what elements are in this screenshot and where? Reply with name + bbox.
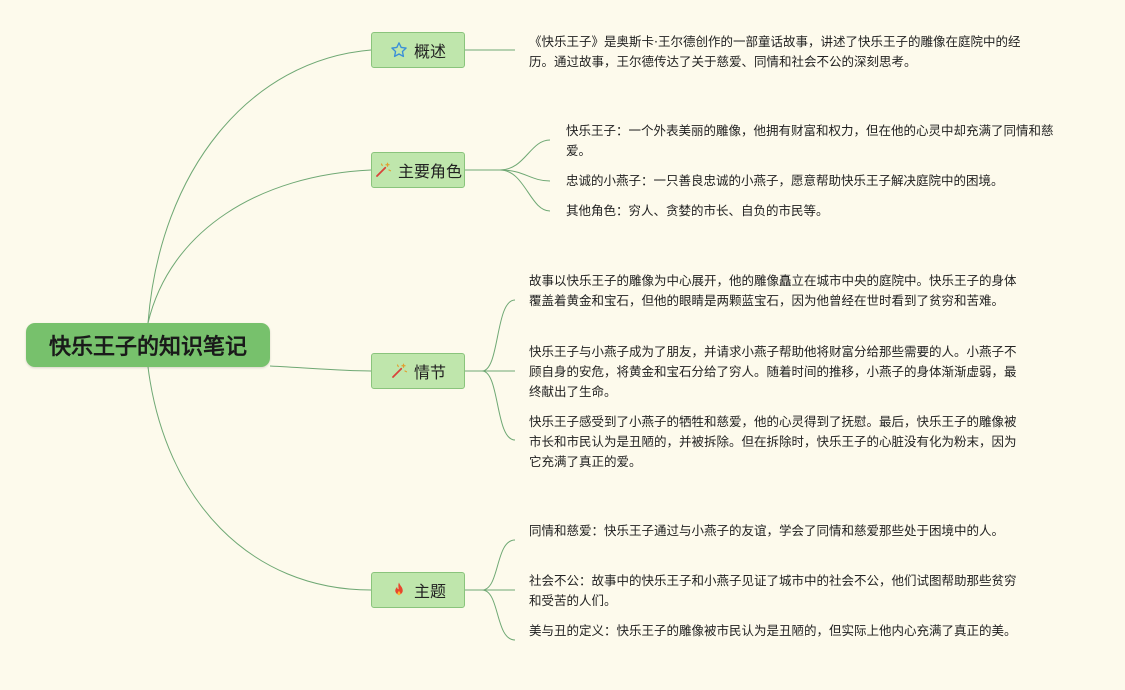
leaf-character-others: 其他角色：穷人、贪婪的市长、自负的市民等。 (566, 203, 829, 218)
branch-theme-label: 主题 (413, 582, 446, 601)
leaf-character-prince: 快乐王子：一个外表美丽的雕像，他拥有财富和权力，但在他的心灵中却充满了同情和慈爱… (566, 123, 1054, 158)
connector-theme-leaf-1 (465, 539, 516, 591)
leaf-theme-beauty: 美与丑的定义：快乐王子的雕像被市民认为是丑陋的，但实际上他内心充满了真正的美。 (529, 623, 1017, 638)
leaf-plot-3: 快乐王子感受到了小燕子的牺牲和慈爱，他的心灵得到了抚慰。最后，快乐王子的雕像被市… (529, 414, 1017, 469)
connector-characters-leaf-3 (499, 169, 551, 212)
leaf-overview: 《快乐王子》是奥斯卡·王尔德创作的一部童话故事，讲述了快乐王子的雕像在庭院中的经… (529, 34, 1021, 69)
branch-characters-label: 主要角色 (397, 162, 462, 181)
branch-overview[interactable]: 概述 (371, 32, 465, 68)
star-icon (390, 41, 408, 59)
connector-theme-leaf-3 (481, 589, 516, 641)
leaf-theme-injustice: 社会不公：故事中的快乐王子和小燕子见证了城市中的社会不公，他们试图帮助那些贫穷和… (529, 573, 1017, 608)
magic-wand-icon (390, 362, 408, 380)
branch-plot-label: 情节 (413, 363, 446, 382)
connector-plot-leaf-1 (465, 299, 516, 372)
branch-plot[interactable]: 情节 (371, 353, 465, 389)
fire-icon (390, 581, 408, 599)
connector-plot-leaf-3 (481, 370, 516, 441)
connector-root-characters (147, 169, 372, 324)
connector-root-theme (147, 366, 372, 591)
connector-root-overview (147, 49, 372, 324)
branch-overview-label: 概述 (413, 42, 446, 61)
magic-wand-icon (374, 161, 392, 179)
connector-root-plot (269, 365, 372, 372)
root-topic[interactable]: 快乐王子的知识笔记 (26, 323, 270, 367)
leaf-theme-compassion: 同情和慈爱：快乐王子通过与小燕子的友谊，学会了同情和慈爱那些处于困境中的人。 (529, 523, 1005, 538)
branch-theme[interactable]: 主题 (371, 572, 465, 608)
leaf-plot-2: 快乐王子与小燕子成为了朋友，并请求小燕子帮助他将财富分给那些需要的人。小燕子不顾… (529, 344, 1017, 399)
leaf-plot-1: 故事以快乐王子的雕像为中心展开，他的雕像矗立在城市中央的庭院中。快乐王子的身体覆… (529, 273, 1017, 308)
connector-characters-leaf-1 (465, 139, 551, 171)
branch-characters[interactable]: 主要角色 (371, 152, 465, 188)
leaf-character-swallow: 忠诚的小燕子：一只善良忠诚的小燕子，愿意帮助快乐王子解决庭院中的困境。 (566, 173, 1004, 188)
root-title: 快乐王子的知识笔记 (48, 335, 247, 360)
